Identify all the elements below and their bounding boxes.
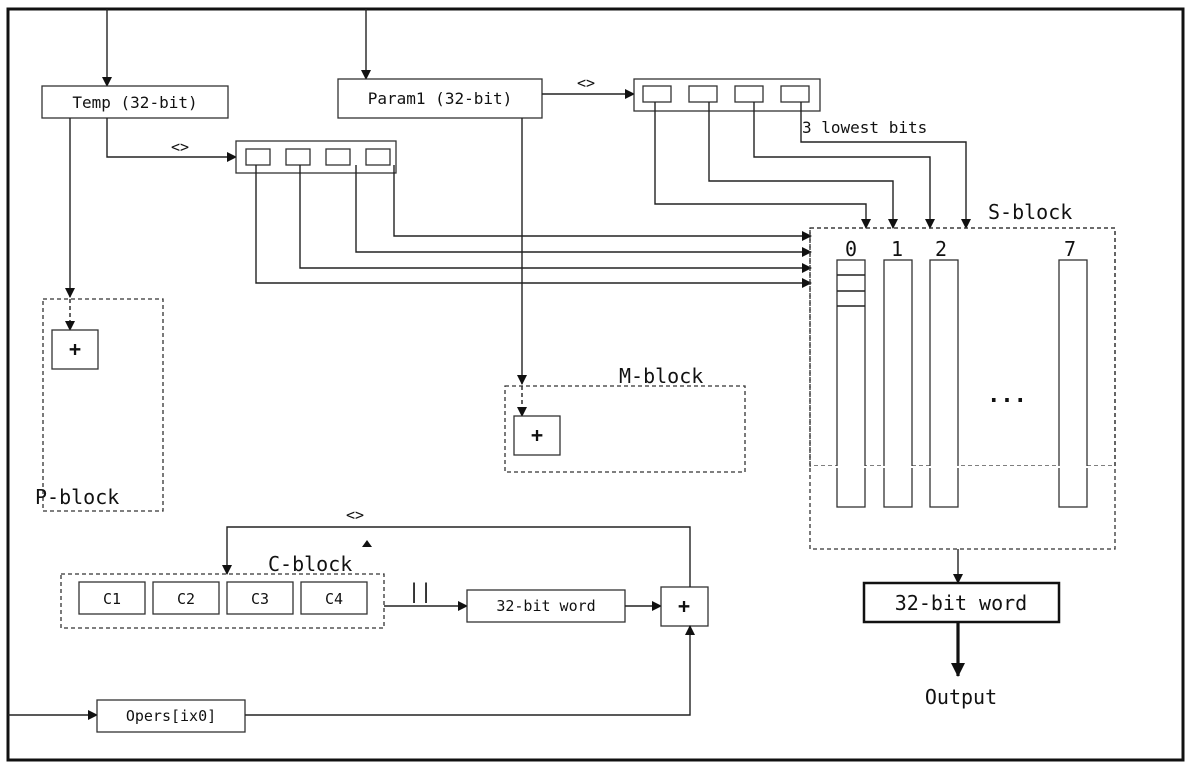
c-block-cell-3: C3 [226,581,294,615]
output-label: Output [925,685,997,709]
param1-byte2-route [753,102,935,229]
param1-byte3-route [800,102,971,229]
s-box-index-2: 2 [935,237,947,261]
m-block-adder-symbol: + [531,423,543,447]
c-block-up-arrowhead [362,540,372,547]
output-word-label: 32-bit word [895,591,1027,615]
m-block-label: M-block [619,364,703,388]
param1-byte1-route [708,102,898,229]
c3-label: C3 [251,590,269,608]
temp-byte-2 [325,148,351,166]
temp-register: Temp (32-bit) [41,85,229,119]
s-box-column-7: 7 [1058,237,1088,508]
param1-register-label: Param1 (32-bit) [368,89,513,108]
param1-byte-3 [780,85,810,103]
temp-byte1-route [299,165,812,273]
param1-byte-2 [734,85,764,103]
m-block-adder [513,415,561,456]
param1-byte-splitter [633,78,821,112]
p-block: + P-block [35,298,164,512]
temp-byte3-route [393,165,812,241]
c-block-cell-4: C4 [300,581,368,615]
opers-to-adder-route [245,625,695,716]
s-block-frame [809,227,1116,550]
feedback-rotate-label: <> [346,506,364,524]
s-box-index-0: 0 [845,237,857,261]
temp-byte0-route [255,165,812,288]
c4-label: C4 [325,590,343,608]
s-block: S-block 0 1 2 ... 7 [809,200,1116,508]
opers-box: Opers[ix0] [96,699,246,733]
s-box-column-2: 2 [929,237,959,508]
param1-byte-1 [688,85,718,103]
param1-register: Param1 (32-bit) [337,78,543,119]
temp-byte-0 [245,148,271,166]
s-box-column-0: 0 [836,237,866,508]
lowest-bits-note: 3 lowest bits [802,118,927,137]
c-block-label: C-block [268,552,352,576]
c-block-cell-2: C2 [152,581,220,615]
s-box-column-1: 1 [883,237,913,508]
c-block-cell-1: C1 [78,581,146,615]
final-adder: + [660,586,709,627]
temp-register-label: Temp (32-bit) [72,93,197,112]
intermediate-word-label: 32-bit word [496,597,595,615]
temp-byte-splitter [235,140,397,174]
temp-rotate-label: <> [171,138,189,156]
temp-byte-3 [365,148,391,166]
p-block-adder [51,329,99,370]
c2-label: C2 [177,590,195,608]
outer-frame [6,7,1185,762]
s-block-frame-mask [811,466,1114,468]
temp-byte2-route [355,165,812,257]
s-box-ellipsis: ... [987,383,1027,408]
final-adder-symbol: + [678,594,690,618]
param1-byte0-route [654,102,871,229]
p-block-adder-symbol: + [69,337,81,361]
p-block-label: P-block [35,485,119,509]
output-word-box: 32-bit word [862,581,1061,624]
s-box-index-1: 1 [891,237,903,261]
param1-rotate-label: <> [577,74,595,92]
concat-label: || [408,579,432,603]
opers-label: Opers[ix0] [126,707,216,725]
temp-byte-1 [285,148,311,166]
feedback-rotate-route [222,526,691,587]
s-box-index-7: 7 [1064,237,1076,261]
c-block: C-block C1 C2 C3 C4 [60,552,385,629]
c1-label: C1 [103,590,121,608]
temp-rotate-arrow [106,118,237,162]
param1-byte-0 [642,85,672,103]
s-block-label: S-block [988,200,1072,224]
m-block: + M-block [504,364,746,473]
intermediate-word-box: 32-bit word [466,589,626,623]
